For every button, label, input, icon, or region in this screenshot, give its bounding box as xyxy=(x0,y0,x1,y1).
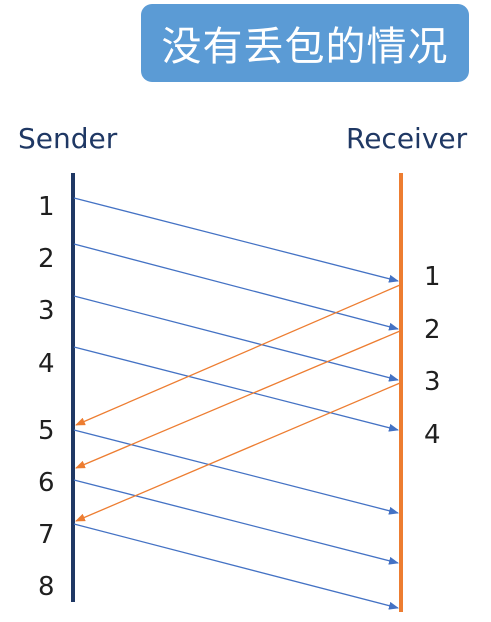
data-arrow-6 xyxy=(73,479,399,565)
data-arrow-4 xyxy=(73,346,399,432)
sender-label: Sender xyxy=(18,122,118,155)
ack-arrow-3 xyxy=(75,382,401,522)
data-arrow-7 xyxy=(73,523,399,610)
data-arrow-5 xyxy=(73,429,399,515)
sender-number: 7 xyxy=(38,520,55,550)
sender-number: 1 xyxy=(38,192,55,222)
data-arrow-1 xyxy=(73,197,399,283)
data-arrow-2 xyxy=(73,243,399,331)
receiver-label: Receiver xyxy=(346,122,468,155)
title-banner: 没有丢包的情况 xyxy=(141,4,469,82)
receiver-number: 4 xyxy=(424,420,441,450)
sender-number: 5 xyxy=(38,416,55,446)
receiver-number: 3 xyxy=(424,367,441,397)
sender-number: 8 xyxy=(38,572,55,602)
data-arrow-3 xyxy=(73,295,399,382)
title-text: 没有丢包的情况 xyxy=(161,24,449,70)
ack-arrow-1 xyxy=(75,284,401,426)
sender-number: 3 xyxy=(38,296,55,326)
sender-number: 2 xyxy=(38,244,55,274)
ack-arrow-2 xyxy=(75,330,401,469)
sender-number: 4 xyxy=(38,349,55,379)
receiver-number: 1 xyxy=(424,262,441,292)
receiver-number: 2 xyxy=(424,315,441,345)
sender-number: 6 xyxy=(38,468,55,498)
